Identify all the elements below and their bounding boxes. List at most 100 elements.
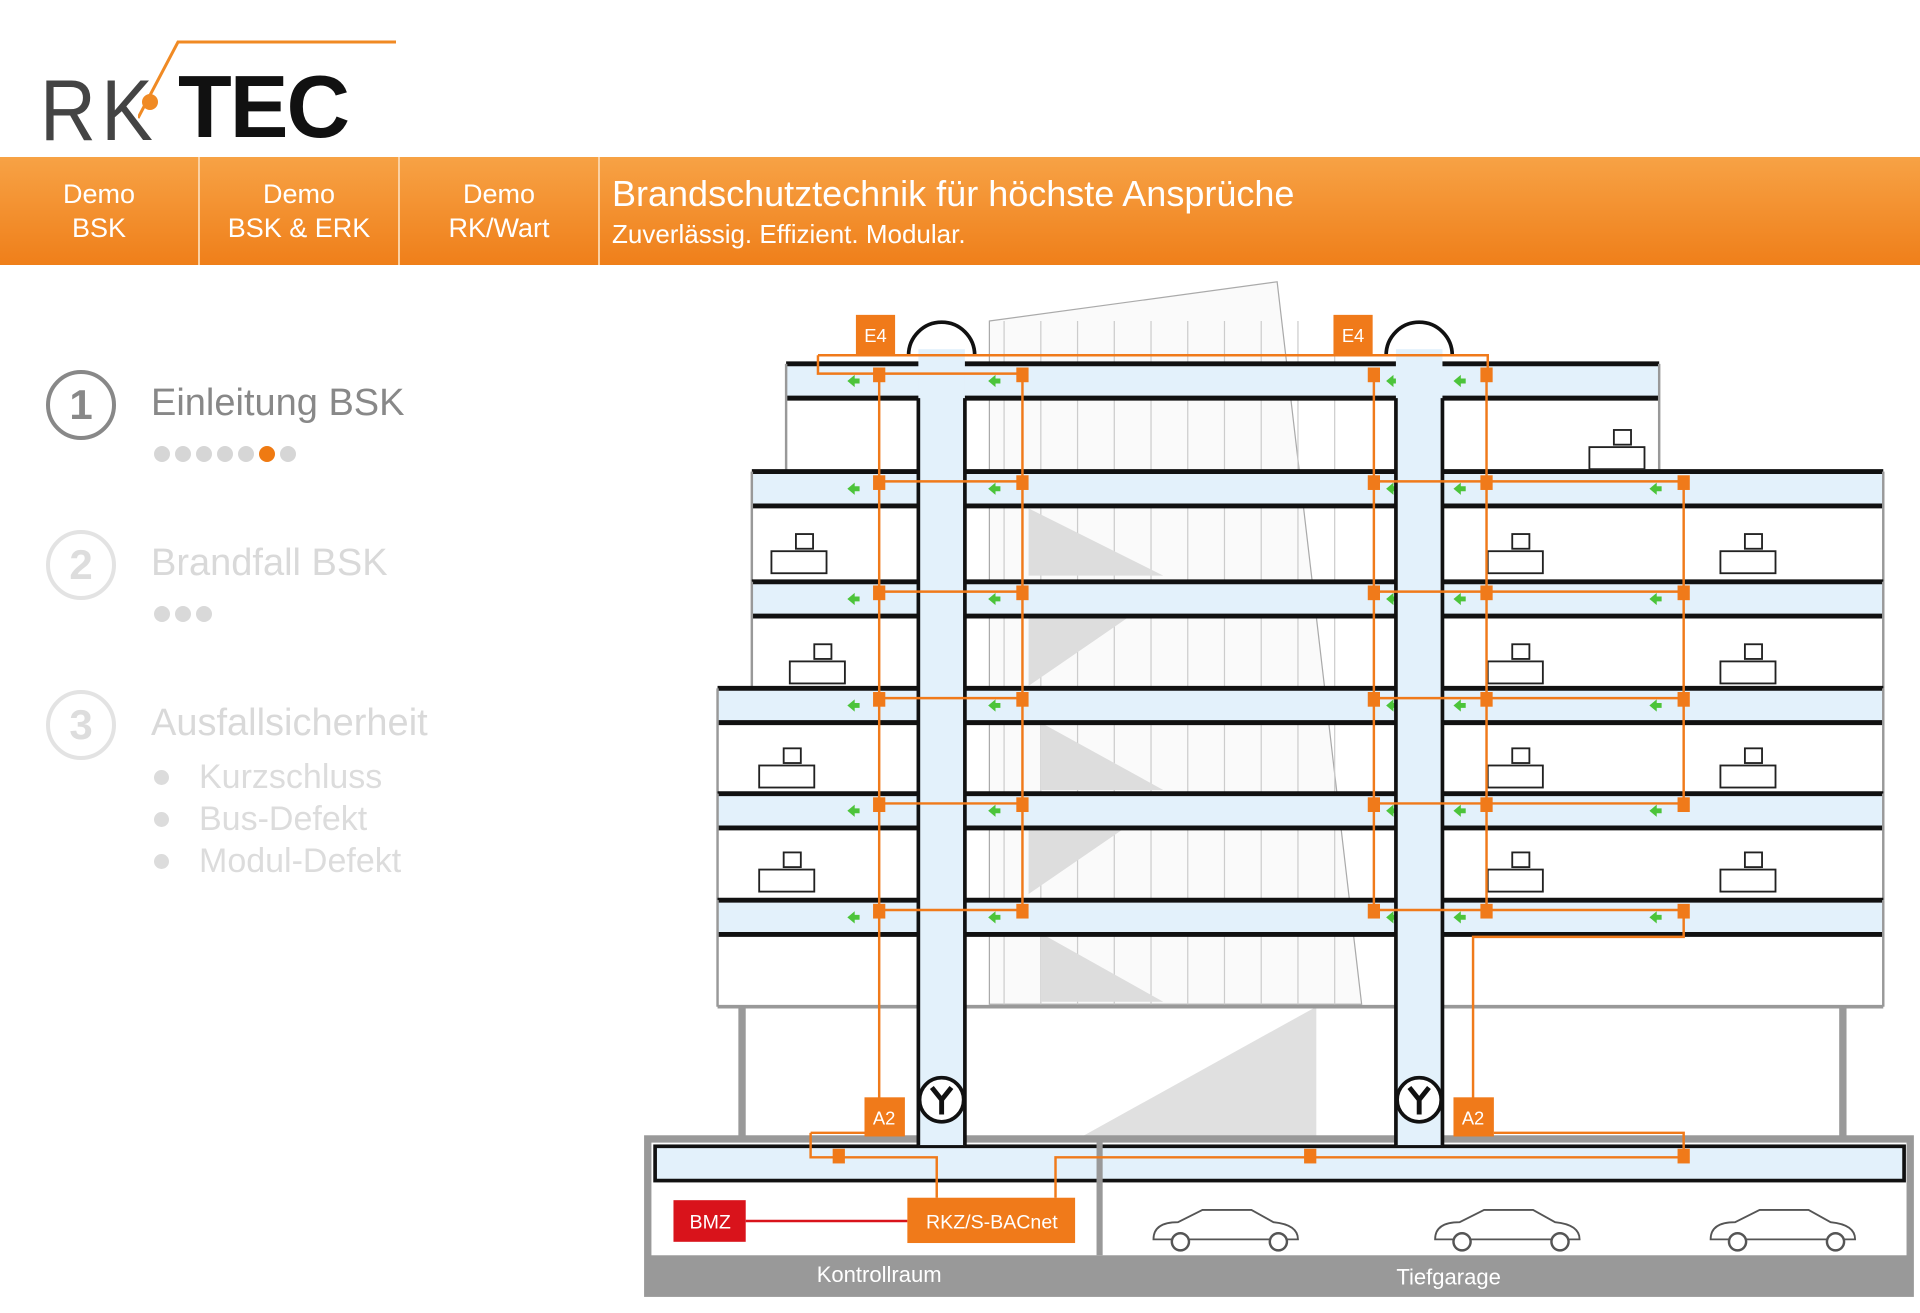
nav-label: BSK & ERK — [227, 213, 371, 243]
damper-actuator — [873, 475, 886, 490]
airflow-arrow-icon — [1649, 804, 1662, 817]
airflow-arrow-icon — [988, 374, 1001, 388]
damper-actuator — [1016, 367, 1029, 383]
step-2[interactable]: 2 Brandfall BSK — [46, 530, 546, 690]
building-structure — [644, 281, 1914, 1297]
damper-actuator — [873, 692, 886, 707]
bmz-label: BMZ — [690, 1211, 731, 1233]
damper-actuator — [873, 903, 886, 919]
car-icon — [1152, 1209, 1299, 1241]
bullet-icon — [154, 853, 169, 869]
nav-label: Demo — [462, 179, 536, 209]
airflow-arrow-icon — [1386, 911, 1399, 924]
airflow-arrow-icon — [1386, 699, 1399, 712]
airflow-arrow-icon — [847, 374, 860, 388]
room-label-kontrollraum: Kontrollraum — [817, 1262, 942, 1287]
damper-actuator — [1677, 585, 1690, 601]
desk-icon — [788, 660, 846, 685]
desk-icon — [770, 550, 828, 575]
airflow-arrow-icon — [988, 482, 1001, 495]
airflow-arrow-icon — [1386, 374, 1399, 388]
damper-actuator — [1304, 1148, 1317, 1164]
a2-module[interactable]: A2 — [1453, 1097, 1494, 1137]
airflow-arrow-icon — [1386, 482, 1399, 495]
damper-actuator — [1677, 692, 1690, 707]
nav-label: Demo — [262, 179, 336, 209]
progress-dot[interactable] — [217, 446, 233, 462]
logo-tec: TEC — [178, 57, 350, 156]
roof-vent-icon — [1384, 320, 1455, 356]
damper-actuator — [1677, 903, 1690, 919]
airflow-arrow-icon — [988, 804, 1001, 817]
nav-label: BSK — [71, 213, 127, 243]
computer-icon — [1743, 533, 1763, 550]
desk-icon — [1486, 550, 1544, 575]
roof-vent-icon — [906, 320, 977, 356]
rkz-controller[interactable]: RKZ/S-BACnet — [907, 1197, 1076, 1244]
damper-actuator — [873, 585, 886, 601]
step-progress-dots — [154, 446, 296, 462]
nav-label: RK/Wart — [448, 213, 550, 243]
progress-dot[interactable] — [196, 446, 212, 462]
computer-icon — [1511, 533, 1531, 550]
progress-dot[interactable] — [175, 446, 191, 462]
progress-dot[interactable] — [154, 446, 170, 462]
airflow-arrow-icon — [847, 699, 860, 712]
step-title[interactable]: Brandfall BSK — [151, 542, 388, 584]
damper-actuator — [873, 367, 886, 383]
rkz-label: RKZ/S-BACnet — [926, 1211, 1058, 1233]
step-title[interactable]: Einleitung BSK — [151, 382, 405, 424]
bmz-panel[interactable]: BMZ — [673, 1200, 746, 1242]
car-wheel — [1550, 1232, 1570, 1252]
airflow-arrow-icon — [847, 911, 860, 924]
progress-dot[interactable] — [238, 446, 254, 462]
car-wheel — [1452, 1232, 1472, 1252]
sublist-item[interactable]: Modul-Defekt — [154, 840, 401, 882]
car-icon — [1434, 1209, 1581, 1241]
e4-module[interactable]: E4 — [855, 314, 896, 355]
progress-dot[interactable] — [154, 606, 170, 622]
desk-icon — [1719, 550, 1777, 575]
stair — [1040, 722, 1164, 790]
step-list: 1 Einleitung BSK 2 Brandfall BSK 3 Ausfa… — [46, 370, 546, 880]
damper-actuator — [1016, 903, 1029, 919]
computer-icon — [1511, 851, 1531, 869]
airflow-arrow-icon — [847, 592, 860, 606]
column — [738, 1006, 746, 1142]
desk-icon — [1486, 660, 1544, 685]
damper-actuator — [1367, 367, 1380, 383]
damper-actuator — [1480, 367, 1493, 383]
e4-module[interactable]: E4 — [1333, 314, 1373, 355]
progress-dot[interactable] — [175, 606, 191, 622]
step-3[interactable]: 3 Ausfallsicherheit Kurzschluss Bus-Defe… — [46, 690, 546, 880]
a2-module[interactable]: A2 — [864, 1097, 905, 1137]
progress-dot[interactable] — [280, 446, 296, 462]
damper-actuator — [1677, 797, 1690, 813]
computer-icon — [1743, 747, 1763, 764]
sublist-item[interactable]: Bus-Defekt — [154, 798, 401, 840]
damper-actuator — [1016, 475, 1029, 490]
computer-icon — [813, 643, 833, 660]
step-number: 1 — [46, 370, 116, 440]
stair — [1077, 1006, 1317, 1139]
progress-dot[interactable] — [196, 606, 212, 622]
progress-dot-active[interactable] — [259, 446, 275, 462]
step-1[interactable]: 1 Einleitung BSK — [46, 370, 546, 530]
rktec-logo[interactable]: RK TEC — [38, 38, 396, 159]
room-label-tiefgarage: Tiefgarage — [1396, 1265, 1501, 1290]
car-icon — [1709, 1209, 1857, 1241]
desk-icon — [1486, 764, 1544, 789]
sublist-item[interactable]: Kurzschluss — [154, 756, 401, 798]
damper-actuator — [1016, 692, 1029, 707]
damper-actuator — [1367, 797, 1380, 813]
desk-icon — [1486, 868, 1544, 893]
damper-actuator — [873, 797, 886, 813]
vertical-shaft — [1395, 349, 1443, 1146]
step-title[interactable]: Ausfallsicherheit — [151, 702, 428, 744]
basement-floor — [647, 1255, 1911, 1294]
airflow-arrow-icon — [1453, 592, 1466, 606]
